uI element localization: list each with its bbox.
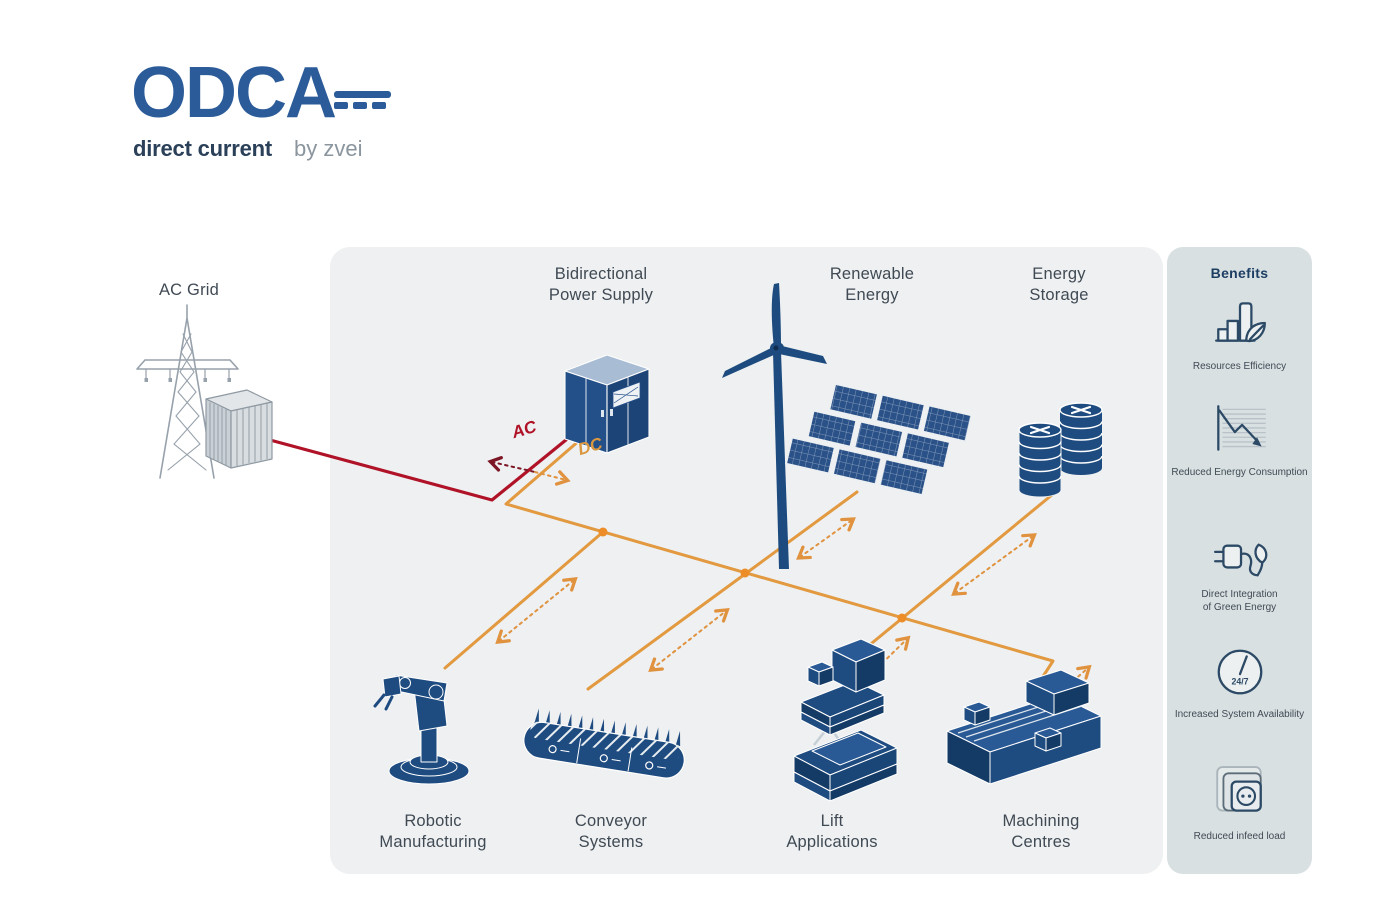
benefit-reduced-energy-consumption: Reduced Energy Consumption — [1167, 399, 1312, 479]
benefit-label: Reduced infeed load — [1193, 831, 1286, 842]
badge-24-7: 24/7 — [1231, 676, 1248, 686]
logo-subtitle: direct current — [133, 136, 273, 161]
benefit-green-energy-integration: Direct Integration of Green Energy — [1167, 529, 1312, 614]
system-availability-icon: 24/7 — [1217, 649, 1262, 695]
dc-grid-panel — [330, 247, 1163, 874]
label-energy-storage: Energy Storage — [1029, 265, 1089, 304]
reduced-energy-consumption-icon — [1216, 405, 1266, 451]
benefit-system-availability: 24/7 Increased System Availability — [1167, 643, 1312, 721]
label-robotic-manufacturing: Robotic Manufacturing — [379, 812, 487, 851]
benefit-label: Resources Efficiency — [1192, 361, 1287, 372]
ac-grid-pylon-icon — [136, 304, 239, 479]
logo-wordmark: ODCA — [131, 53, 337, 133]
benefit-label: Direct Integration of Green Energy — [1201, 589, 1278, 613]
dc-current-symbol-icon — [334, 91, 391, 109]
reduced-infeed-load-icon — [1215, 766, 1262, 812]
benefit-reduced-infeed-load: Reduced infeed load — [1167, 763, 1312, 843]
resources-efficiency-icon — [1214, 302, 1266, 343]
label-renewable-energy: Renewable Energy — [829, 265, 915, 304]
benefits-panel: Benefits Resources Efficiency Reduced En… — [1167, 247, 1312, 874]
benefits-title: Benefits — [1210, 265, 1269, 281]
label-ac-grid: AC Grid — [158, 281, 220, 299]
benefit-label: Reduced Energy Consumption — [1171, 467, 1308, 478]
label-conveyor-systems: Conveyor Systems — [574, 812, 648, 851]
transformer-icon — [205, 389, 273, 469]
benefit-resources-efficiency: Resources Efficiency — [1167, 293, 1312, 373]
benefit-label: Increased System Availability — [1174, 709, 1305, 720]
label-machining-centres: Machining Centres — [1002, 812, 1080, 851]
logo-subtitle-row: direct current by zvei — [133, 136, 363, 162]
label-lift-applications: Lift Applications — [786, 812, 878, 851]
logo-byline: by zvei — [294, 136, 363, 161]
green-energy-integration-icon — [1213, 543, 1267, 577]
label-bidirectional-power-supply: Bidirectional Power Supply — [548, 265, 654, 304]
